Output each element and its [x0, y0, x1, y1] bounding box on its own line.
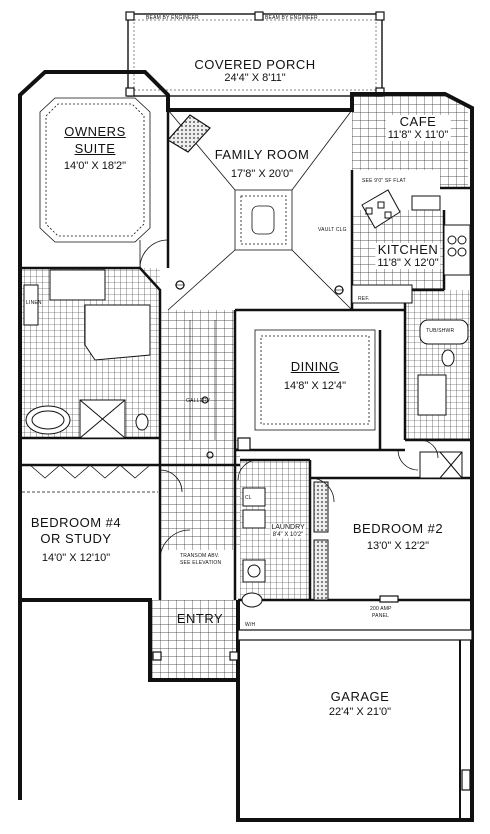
owners-suite-name-2: SUITE	[74, 141, 116, 156]
garage-name: GARAGE	[330, 689, 390, 704]
water-heater-note: W/H	[245, 622, 256, 628]
elevation-note: SEE ELEVATION	[180, 560, 222, 566]
tub-shower-note: TUB/SHWR	[426, 328, 455, 334]
master-bath-fixtures	[23, 269, 151, 439]
bedroom-4-name-2: OR STUDY	[40, 531, 112, 546]
kitchen-dims: 11'8" X 12'0"	[377, 257, 439, 269]
covered-porch-label: COVERED PORCH 24'4" X 8'11"	[194, 58, 315, 84]
fireplace	[167, 114, 211, 153]
dining-dims: 14'8" X 12'4"	[283, 380, 347, 392]
bedroom-4-dims: 14'0" X 12'10"	[41, 552, 111, 564]
laundry-label: LAUNDRY 8'4" X 10'2"	[270, 524, 306, 538]
transom-note: TRANSOM ABV.	[180, 553, 220, 559]
beam-note-right: BEAM BY ENGINEER	[265, 15, 318, 21]
laundry-fixtures	[241, 481, 329, 608]
garage-details	[237, 595, 473, 820]
bedroom-2-dims: 13'0" X 12'2"	[366, 540, 430, 552]
gallery-note: GALLERY	[186, 398, 211, 404]
dining-tray	[254, 329, 376, 431]
owners-suite-dims: 14'0" X 18'2"	[63, 160, 127, 172]
family-room-dims: 17'8" X 20'0"	[230, 168, 294, 180]
panel-note: PANEL	[372, 613, 390, 619]
family-room-label: FAMILY ROOM 17'8" X 20'0"	[215, 148, 310, 180]
linen-note: LINEN	[26, 300, 42, 306]
owners-suite-name-1: OWNERS	[64, 124, 126, 139]
cafe-name: CAFE	[399, 114, 437, 129]
closet-bifold-doors	[22, 464, 158, 493]
kitchen-name: KITCHEN	[377, 242, 439, 257]
covered-porch-name: COVERED PORCH	[194, 57, 316, 72]
exterior-walls	[18, 70, 474, 822]
vault-ceiling-note: VAULT CLG	[318, 227, 347, 233]
cafe-label: CAFE 11'8" X 11'0"	[385, 114, 451, 141]
bedroom-2-label: BEDROOM #2 13'0" X 12'2"	[353, 522, 443, 552]
family-room-vault	[167, 109, 353, 311]
panel-amp-note: 200 AMP	[370, 606, 392, 612]
owners-suite-tray	[39, 97, 151, 243]
laundry-name: LAUNDRY	[271, 524, 305, 531]
dining-name: DINING	[290, 359, 340, 374]
hall-bath-fixtures	[417, 319, 469, 479]
bedroom-2-name: BEDROOM #2	[352, 521, 444, 536]
beam-note-left: BEAM BY ENGINEER	[146, 15, 199, 21]
garage-label: GARAGE 22'4" X 21'0"	[329, 690, 391, 718]
bedroom-4-label: BEDROOM #4 OR STUDY 14'0" X 12'10"	[31, 516, 121, 564]
entry-label: ENTRY	[177, 612, 223, 625]
owners-suite-label: OWNERS SUITE 14'0" X 18'2"	[64, 125, 126, 172]
door-swings	[139, 239, 439, 561]
ref-note: REF.	[358, 296, 370, 302]
closet-note: CL	[245, 495, 252, 501]
bedroom-4-name-1: BEDROOM #4	[30, 515, 122, 530]
kitchen-fixtures	[351, 189, 471, 304]
kitchen-label: KITCHEN 11'8" X 12'0"	[375, 242, 441, 269]
laundry-dims: 8'4" X 10'2"	[272, 532, 304, 538]
ceiling-height-note: SEE 9'0" SF FLAT	[362, 178, 406, 184]
covered-porch-dims: 24'4" X 8'11"	[224, 72, 286, 84]
dining-label: DINING 14'8" X 12'4"	[284, 360, 346, 392]
entry-name: ENTRY	[176, 611, 224, 626]
family-room-name: FAMILY ROOM	[214, 147, 310, 162]
garage-dims: 22'4" X 21'0"	[328, 706, 392, 718]
entry-details	[152, 280, 344, 661]
cafe-dims: 11'8" X 11'0"	[387, 129, 449, 141]
